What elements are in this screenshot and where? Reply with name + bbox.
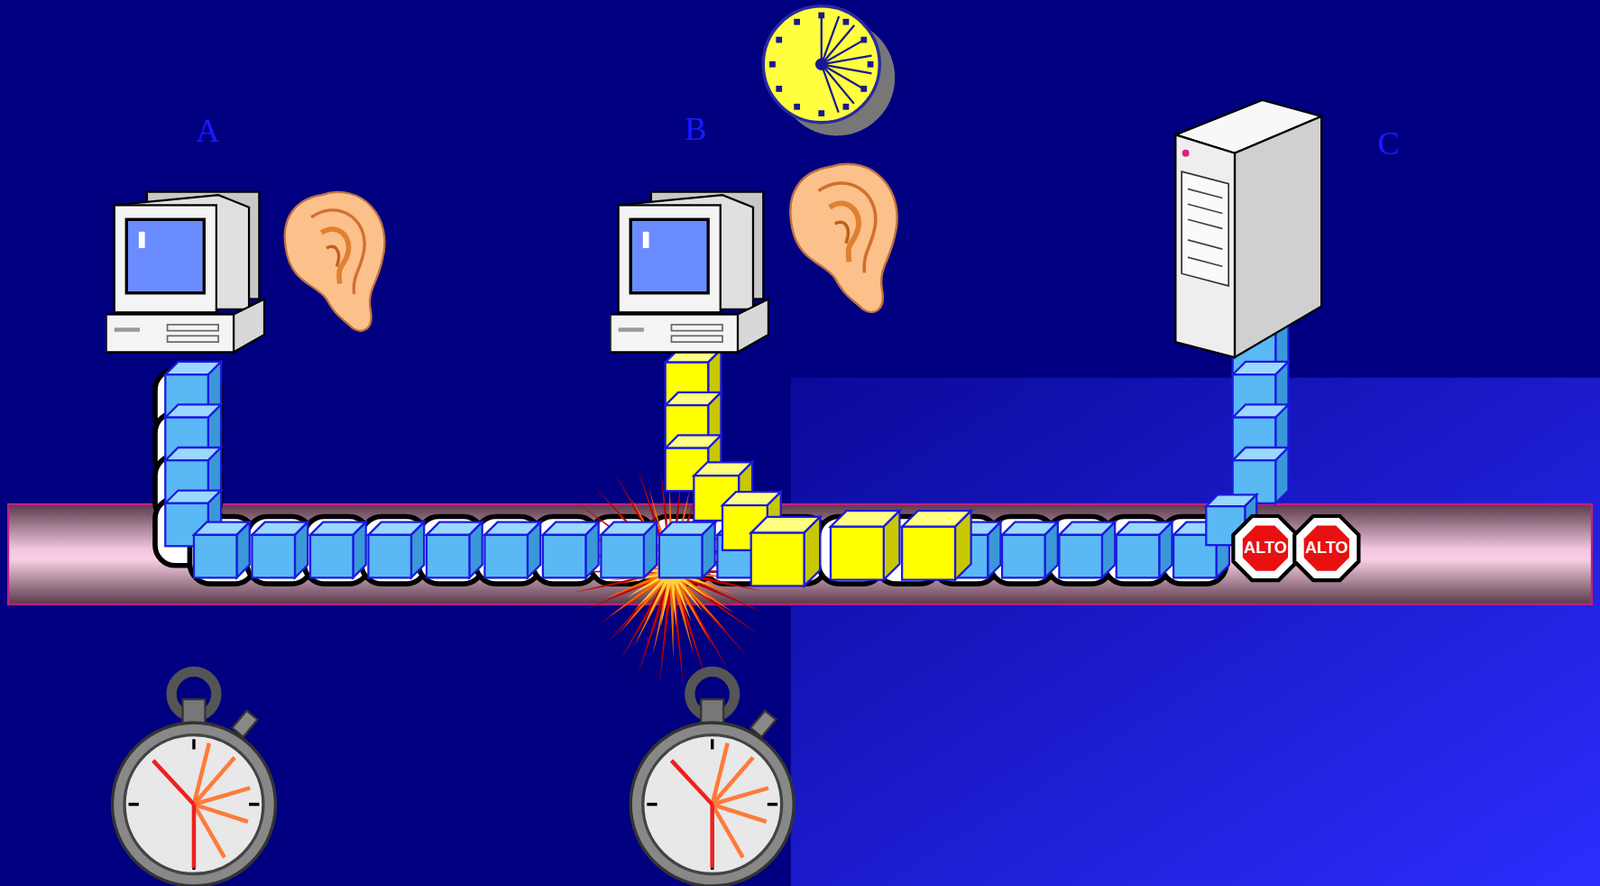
data-cube — [165, 361, 221, 418]
stop-sign: ALTO — [1226, 509, 1305, 588]
stop-sign: ALTO — [1287, 509, 1366, 588]
clock-tick — [775, 36, 782, 44]
data-cube — [165, 404, 221, 460]
frame-token — [818, 515, 883, 584]
data-cube — [600, 522, 657, 579]
data-cube — [665, 349, 722, 405]
frame-token — [361, 515, 427, 584]
data-cube — [1002, 522, 1058, 579]
data-cube — [751, 516, 820, 586]
clock-hand — [821, 64, 839, 112]
data-cube — [1232, 361, 1289, 418]
data-cube — [1116, 522, 1173, 579]
station-label: B — [684, 111, 707, 145]
frame-token — [533, 515, 598, 584]
data-cube — [665, 392, 722, 449]
frame-token — [475, 515, 541, 584]
clock-tick — [843, 18, 850, 26]
clock-tick — [775, 85, 782, 92]
data-cube — [830, 510, 900, 580]
clock-tick — [769, 61, 776, 68]
data-cube — [193, 522, 250, 579]
data-cube — [165, 447, 221, 504]
clock-hand — [821, 64, 866, 91]
station-label: C — [1377, 126, 1399, 159]
data-cube — [1232, 404, 1289, 460]
data-cube — [542, 522, 599, 579]
data-cube — [659, 522, 716, 579]
data-cube — [367, 522, 424, 579]
data-cube — [251, 522, 308, 579]
clock-hand — [821, 55, 873, 65]
stop-text: ALTO — [1287, 537, 1366, 559]
data-cube — [484, 522, 541, 579]
stop-text: ALTO — [1226, 537, 1305, 559]
frame-token — [418, 515, 484, 584]
clock-tick — [867, 61, 874, 68]
clock-hand — [821, 16, 839, 65]
data-cube — [310, 522, 367, 579]
clock-tick — [793, 103, 800, 111]
clock-pivot — [815, 57, 828, 71]
clock-tick — [818, 110, 825, 117]
station-label: A — [195, 114, 220, 148]
frame-token — [247, 515, 313, 584]
data-cube — [426, 522, 483, 579]
data-cube — [1058, 522, 1115, 579]
clock-hand — [821, 64, 855, 104]
clock-tick — [843, 103, 850, 111]
data-cube — [901, 510, 971, 580]
clock-hand — [820, 13, 823, 65]
frame-token — [303, 515, 369, 584]
clock-tick — [793, 18, 800, 26]
